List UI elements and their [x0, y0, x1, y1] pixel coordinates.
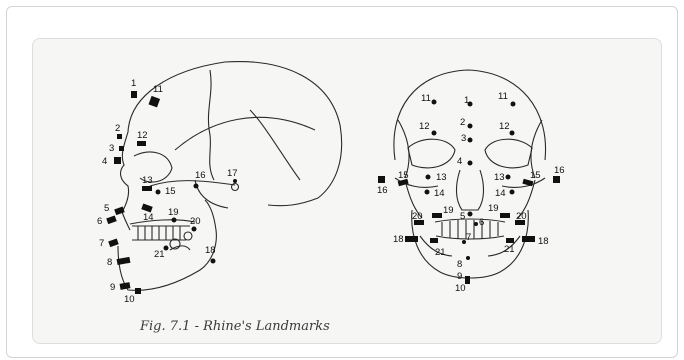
marker-frontal-12-left — [432, 131, 437, 136]
marker-frontal-19-right — [500, 213, 510, 218]
label-frontal-18-left: 18 — [393, 234, 404, 245]
label-frontal-21-right: 21 — [504, 244, 515, 255]
label-lateral-8: 8 — [107, 257, 112, 268]
label-lateral-16: 16 — [195, 170, 206, 181]
marker-frontal-8 — [466, 256, 470, 260]
label-lateral-4: 4 — [102, 156, 107, 167]
marker-frontal-9 — [465, 276, 470, 284]
label-frontal-14-right: 14 — [495, 188, 506, 199]
label-frontal-15-left: 15 — [398, 170, 409, 181]
marker-frontal-18-left — [405, 236, 418, 242]
label-frontal-20-right: 20 — [516, 211, 527, 222]
label-lateral-2: 2 — [115, 123, 120, 134]
marker-frontal-16-right — [553, 176, 560, 183]
marker-frontal-14-left — [425, 190, 430, 195]
label-frontal-19-left: 19 — [443, 205, 454, 216]
marker-lateral-20 — [192, 227, 197, 232]
label-lateral-1: 1 — [131, 78, 136, 89]
label-lateral-11: 11 — [153, 84, 163, 95]
marker-frontal-21-right — [506, 238, 514, 243]
label-frontal-11-left: 11 — [421, 93, 431, 104]
label-frontal-15-right: 15 — [530, 170, 541, 181]
label-lateral-18: 18 — [205, 245, 216, 256]
marker-frontal-21-left — [430, 238, 438, 243]
marker-frontal-11-right — [511, 102, 516, 107]
marker-lateral-11 — [149, 96, 161, 108]
label-frontal-13-left: 13 — [436, 172, 447, 183]
label-frontal-14-left: 14 — [434, 188, 445, 199]
marker-lateral-9 — [120, 282, 131, 290]
marker-frontal-4 — [468, 161, 473, 166]
marker-lateral-17 — [233, 179, 237, 183]
marker-frontal-16-left — [378, 176, 385, 183]
label-frontal-5: 5 — [460, 211, 465, 222]
marker-lateral-16 — [194, 184, 199, 189]
marker-frontal-13-left — [426, 175, 431, 180]
frontal-markers — [378, 100, 560, 285]
frontal-skull-drawing — [394, 70, 546, 278]
label-frontal-2: 2 — [460, 117, 465, 128]
marker-frontal-13-right — [506, 175, 511, 180]
marker-frontal-11-left — [432, 100, 437, 105]
marker-lateral-13 — [142, 186, 152, 191]
label-lateral-14: 14 — [143, 212, 154, 223]
label-lateral-10: 10 — [124, 294, 135, 305]
marker-lateral-18 — [211, 259, 216, 264]
label-frontal-8: 8 — [457, 259, 462, 270]
marker-frontal-3 — [468, 138, 473, 143]
label-lateral-21: 21 — [154, 249, 165, 260]
marker-lateral-15 — [156, 190, 161, 195]
label-lateral-13: 13 — [142, 175, 153, 186]
marker-lateral-19 — [172, 218, 177, 223]
marker-lateral-6 — [106, 215, 117, 224]
label-frontal-21-left: 21 — [435, 247, 446, 258]
label-frontal-18-right: 18 — [538, 236, 549, 247]
label-lateral-12: 12 — [137, 130, 148, 141]
figure-caption: Fig. 7.1 - Rhine's Landmarks — [140, 319, 330, 334]
marker-frontal-12-right — [510, 131, 515, 136]
marker-lateral-10 — [135, 288, 141, 294]
label-frontal-16-left: 16 — [377, 185, 388, 196]
marker-frontal-19-left — [432, 213, 442, 218]
label-frontal-19-right: 19 — [488, 203, 499, 214]
label-frontal-10: 10 — [455, 283, 466, 294]
label-frontal-7: 7 — [466, 232, 471, 243]
label-frontal-16-right: 16 — [554, 165, 565, 176]
lateral-labels: 1 11 2 12 3 4 13 15 16 17 5 14 19 6 20 7… — [97, 78, 238, 305]
marker-lateral-12 — [137, 141, 146, 146]
marker-lateral-1 — [131, 91, 137, 98]
frontal-labels: 11 1 11 12 2 12 3 4 16 15 13 13 15 16 14… — [377, 91, 565, 294]
marker-frontal-5 — [468, 212, 473, 217]
label-frontal-11-right: 11 — [498, 91, 508, 102]
label-frontal-6: 6 — [479, 217, 484, 228]
label-lateral-6: 6 — [97, 216, 102, 227]
label-lateral-17: 17 — [227, 168, 238, 179]
label-frontal-3: 3 — [461, 133, 466, 144]
label-lateral-15: 15 — [165, 186, 176, 197]
label-lateral-19: 19 — [168, 207, 179, 218]
label-lateral-20: 20 — [190, 216, 201, 227]
marker-frontal-6 — [474, 222, 478, 226]
label-lateral-7: 7 — [99, 238, 104, 249]
label-frontal-4: 4 — [457, 156, 462, 167]
marker-lateral-4 — [114, 157, 121, 164]
label-frontal-12-left: 12 — [419, 121, 430, 132]
label-lateral-5: 5 — [104, 203, 109, 214]
marker-lateral-3 — [119, 146, 124, 151]
label-frontal-1: 1 — [464, 95, 469, 106]
label-frontal-12-right: 12 — [499, 121, 510, 132]
marker-frontal-18-right — [522, 236, 535, 242]
marker-lateral-7 — [108, 238, 119, 247]
label-lateral-9: 9 — [110, 282, 115, 293]
label-frontal-20-left: 20 — [412, 211, 423, 222]
marker-frontal-14-right — [510, 190, 515, 195]
marker-frontal-2 — [468, 124, 473, 129]
label-lateral-3: 3 — [109, 143, 114, 154]
marker-lateral-2 — [117, 134, 122, 139]
label-frontal-9: 9 — [457, 271, 462, 282]
label-frontal-13-right: 13 — [494, 172, 505, 183]
